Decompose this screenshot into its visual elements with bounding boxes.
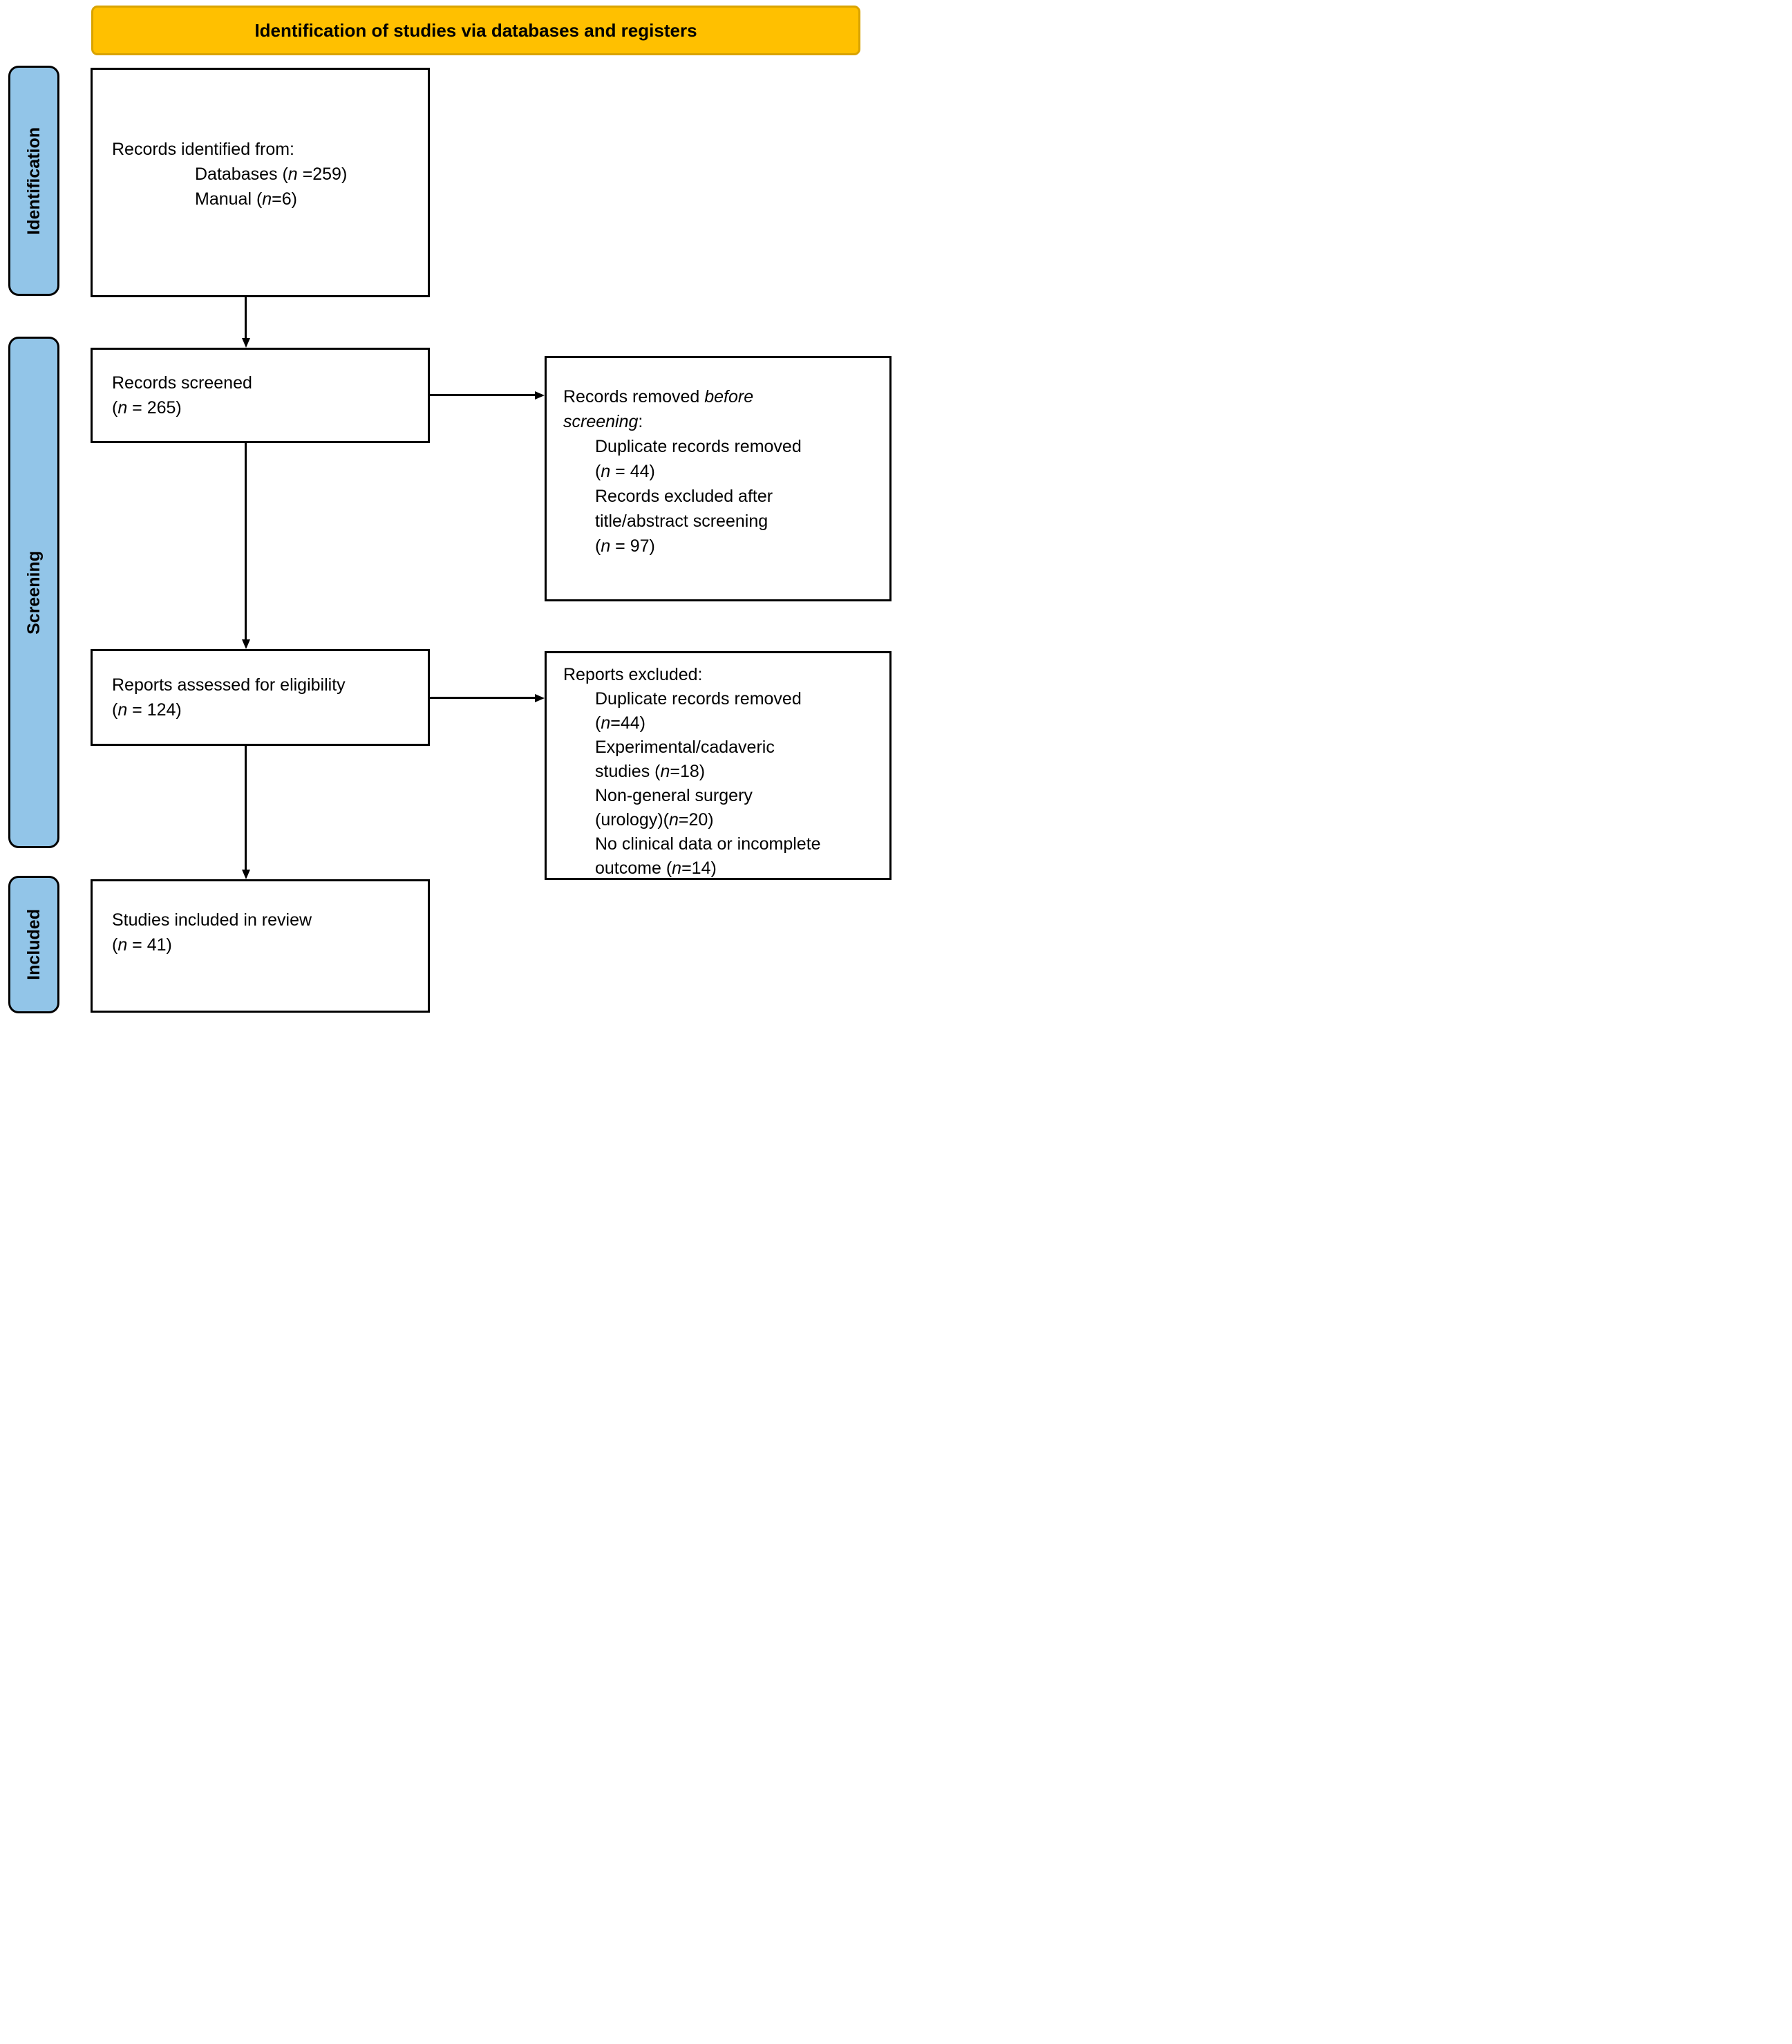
text-segment: Reports assessed for eligibility bbox=[112, 675, 346, 695]
banner-title: Identification of studies via databases … bbox=[91, 6, 860, 55]
text-segment: = 41) bbox=[127, 935, 172, 955]
text-segment: =259) bbox=[297, 165, 348, 184]
text-segment: = 124) bbox=[127, 700, 182, 720]
text-segment: Experimental/cadaveric bbox=[595, 738, 775, 757]
text-segment: Non-general surgery bbox=[595, 786, 753, 805]
text-line: (urology)(n=20) bbox=[563, 808, 883, 832]
text-segment: ( bbox=[595, 713, 601, 733]
text-segment: =20) bbox=[678, 810, 714, 829]
text-line: (n = 44) bbox=[563, 459, 883, 484]
text-line: Non-general surgery bbox=[563, 784, 883, 808]
stage-label-included: Included bbox=[8, 876, 59, 1013]
arrow-down-identified-to-screened bbox=[245, 297, 247, 339]
box-records-screened: Records screened(n = 265) bbox=[91, 348, 430, 443]
text-segment: No clinical data or incomplete bbox=[595, 834, 821, 854]
text-line: Records removed before bbox=[563, 384, 883, 409]
text-line: No clinical data or incomplete bbox=[563, 832, 883, 856]
text-segment: Records excluded after bbox=[595, 487, 773, 506]
text-line: title/abstract screening bbox=[563, 509, 883, 534]
text-line: outcome (n=14) bbox=[563, 856, 883, 881]
italic-text-segment: n bbox=[262, 189, 272, 209]
text-line: (n=44) bbox=[563, 711, 883, 735]
text-line: Studies included in review bbox=[112, 908, 421, 932]
text-segment: (urology)( bbox=[595, 810, 669, 829]
text-line: Records identified from: bbox=[112, 137, 421, 162]
text-segment: Databases ( bbox=[195, 165, 288, 184]
stage-label-screening: Screening bbox=[8, 337, 59, 848]
italic-text-segment: n bbox=[287, 165, 298, 184]
stage-label-included-text: Included bbox=[23, 909, 44, 980]
stage-label-screening-text: Screening bbox=[23, 550, 44, 635]
italic-text-segment: n bbox=[117, 700, 128, 720]
text-segment: outcome ( bbox=[595, 859, 672, 878]
stage-label-identification-text: Identification bbox=[23, 126, 44, 235]
italic-text-segment: n bbox=[117, 398, 128, 418]
text-line: Records screened bbox=[112, 371, 421, 395]
text-line: Records excluded after bbox=[563, 484, 883, 509]
text-segment: ( bbox=[112, 398, 118, 418]
arrow-right-assessed-to-excluded bbox=[430, 697, 535, 699]
text-segment: =18) bbox=[670, 762, 706, 781]
arrow-down-assessed-to-included bbox=[245, 746, 247, 870]
text-segment: =44) bbox=[610, 713, 645, 733]
italic-text-segment: n bbox=[668, 810, 679, 829]
stage-label-identification: Identification bbox=[8, 66, 59, 296]
italic-text-segment: n bbox=[601, 462, 611, 481]
text-segment: ( bbox=[112, 935, 118, 955]
box-records-identified: Records identified from:Databases (n =25… bbox=[91, 68, 430, 297]
text-segment: Records identified from: bbox=[112, 140, 295, 159]
text-segment: Duplicate records removed bbox=[595, 437, 802, 456]
text-line: (n = 124) bbox=[112, 697, 421, 722]
text-line: Manual (n=6) bbox=[112, 187, 421, 212]
box-reports-assessed: Reports assessed for eligibility(n = 124… bbox=[91, 649, 430, 746]
italic-text-segment: n bbox=[117, 935, 128, 955]
arrow-right-screened-to-removed bbox=[430, 394, 535, 396]
text-line: (n = 41) bbox=[112, 932, 421, 957]
text-segment: Manual ( bbox=[195, 189, 263, 209]
italic-text-segment: n bbox=[601, 536, 611, 556]
text-segment: title/abstract screening bbox=[595, 512, 768, 531]
text-segment: : bbox=[638, 412, 643, 431]
text-line: Duplicate records removed bbox=[563, 687, 883, 711]
text-segment: ( bbox=[595, 462, 601, 481]
text-line: Experimental/cadaveric bbox=[563, 735, 883, 760]
text-segment: Studies included in review bbox=[112, 910, 312, 930]
text-line: screening: bbox=[563, 409, 883, 434]
text-segment: Duplicate records removed bbox=[595, 689, 802, 709]
text-segment: ( bbox=[595, 536, 601, 556]
text-segment: Records screened bbox=[112, 373, 252, 393]
prisma-flow-diagram: Identification of studies via databases … bbox=[0, 0, 896, 1022]
text-line: studies (n=18) bbox=[563, 760, 883, 784]
text-segment: studies ( bbox=[595, 762, 661, 781]
text-line: (n = 97) bbox=[563, 534, 883, 559]
box-reports-excluded: Reports excluded: Duplicate records remov… bbox=[545, 651, 892, 880]
text-segment: =6) bbox=[272, 189, 298, 209]
text-segment: ( bbox=[112, 700, 118, 720]
italic-text-segment: n bbox=[660, 762, 670, 781]
box-studies-included: Studies included in review(n = 41) bbox=[91, 879, 430, 1013]
italic-text-segment: n bbox=[601, 713, 611, 733]
arrow-down-screened-to-assessed bbox=[245, 443, 247, 640]
text-segment: = 265) bbox=[127, 398, 182, 418]
text-line: (n = 265) bbox=[112, 395, 421, 420]
italic-text-segment: screening bbox=[563, 412, 639, 431]
text-segment: =14) bbox=[681, 859, 717, 878]
text-segment: = 44) bbox=[610, 462, 655, 481]
text-line: Duplicate records removed bbox=[563, 434, 883, 459]
text-line: Databases (n =259) bbox=[112, 162, 421, 187]
italic-text-segment: n bbox=[672, 859, 682, 878]
text-segment: Reports excluded: bbox=[563, 665, 703, 684]
text-segment: = 97) bbox=[610, 536, 655, 556]
italic-text-segment: before bbox=[704, 387, 754, 406]
text-line: Reports excluded: bbox=[563, 663, 883, 687]
text-segment: Records removed bbox=[563, 387, 705, 406]
text-line: Reports assessed for eligibility bbox=[112, 673, 421, 697]
